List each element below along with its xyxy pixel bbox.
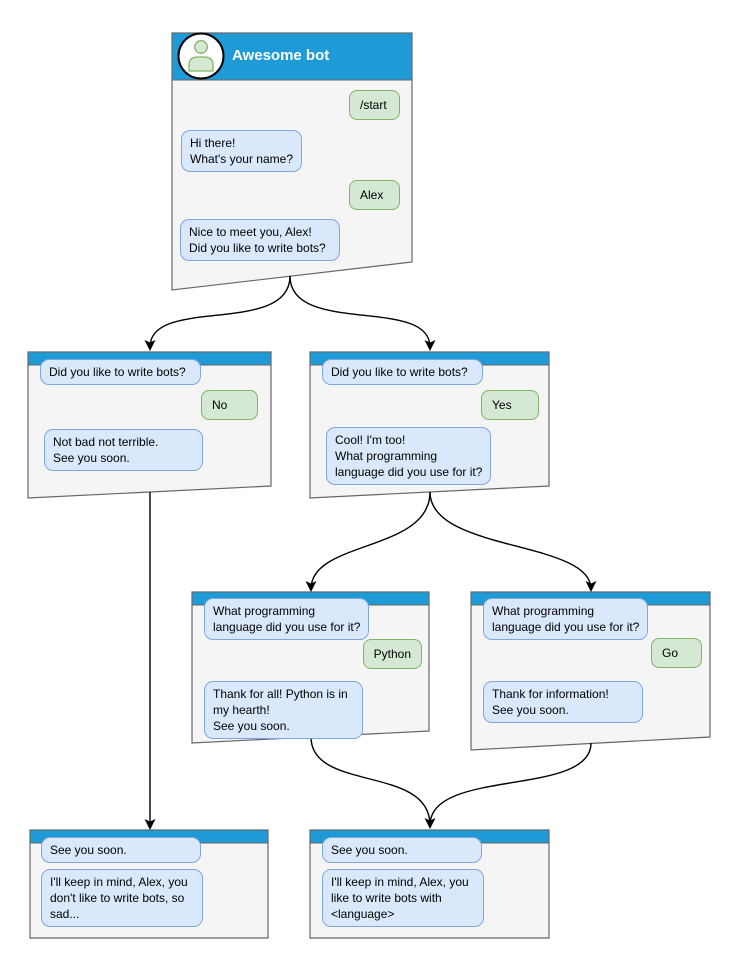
bot-message-bubble: I'll keep in mind, Alex, you like to wri… — [322, 869, 484, 927]
chat-window-branch-no: Did you like to write bots? No Not bad n… — [28, 352, 271, 498]
bot-message-bubble: See you soon. — [322, 837, 482, 863]
user-message-bubble: Go — [651, 638, 702, 668]
user-message-bubble: Python — [362, 639, 422, 669]
user-message-bubble: Alex — [349, 180, 400, 210]
bot-message-bubble: Nice to meet you, Alex! Did you like to … — [180, 219, 340, 261]
chat-window-branch-python: What programming language did you use fo… — [192, 592, 429, 743]
arrowhead — [144, 340, 156, 351]
bot-message-bubble: Hi there! What's your name? — [181, 130, 303, 172]
bot-message-bubble: Did you like to write bots? — [40, 359, 201, 385]
arrowhead — [424, 340, 436, 351]
bot-message-bubble: I'll keep in mind, Alex, you don't like … — [41, 869, 203, 927]
window-title: Awesome bot — [232, 47, 330, 64]
bot-message-bubble: See you soon. — [41, 837, 201, 863]
chat-window-awesome-bot: Awesome bot /start Hi there! What's your… — [172, 33, 412, 290]
edge-root-to-no — [149, 275, 291, 348]
arrowhead — [585, 581, 597, 592]
bot-message-bubble: Did you like to write bots? — [322, 359, 483, 385]
arrowhead — [305, 581, 317, 592]
bot-message-bubble: What programming language did you use fo… — [204, 598, 370, 640]
edge-go-to-end — [429, 742, 592, 826]
arrowhead — [424, 818, 436, 829]
user-message-bubble: No — [201, 390, 258, 420]
bot-message-bubble: Cool! I'm too! What programming language… — [326, 427, 492, 485]
arrowhead — [144, 819, 156, 830]
bot-message-bubble: Thank for information! See you soon. — [483, 681, 643, 723]
chat-window-end-no: See you soon. I'll keep in mind, Alex, y… — [30, 830, 268, 938]
edge-root-to-yes — [289, 275, 431, 348]
bot-message-bubble: What programming language did you use fo… — [483, 598, 649, 640]
user-message-bubble: /start — [349, 90, 400, 120]
bot-message-bubble: Not bad not terrible. See you soon. — [44, 429, 203, 471]
bot-avatar-icon — [177, 32, 225, 80]
chat-window-end-yes: See you soon. I'll keep in mind, Alex, y… — [310, 830, 549, 938]
user-message-bubble: Yes — [481, 390, 539, 420]
edge-yes-to-python — [310, 491, 431, 590]
chat-window-branch-go: What programming language did you use fo… — [471, 592, 710, 750]
edge-python-to-end — [310, 736, 431, 826]
edge-yes-to-go — [429, 491, 592, 590]
bot-message-bubble: Thank for all! Python is in my hearth! S… — [204, 681, 363, 739]
chat-window-branch-yes: Did you like to write bots? Yes Cool! I'… — [310, 352, 549, 498]
